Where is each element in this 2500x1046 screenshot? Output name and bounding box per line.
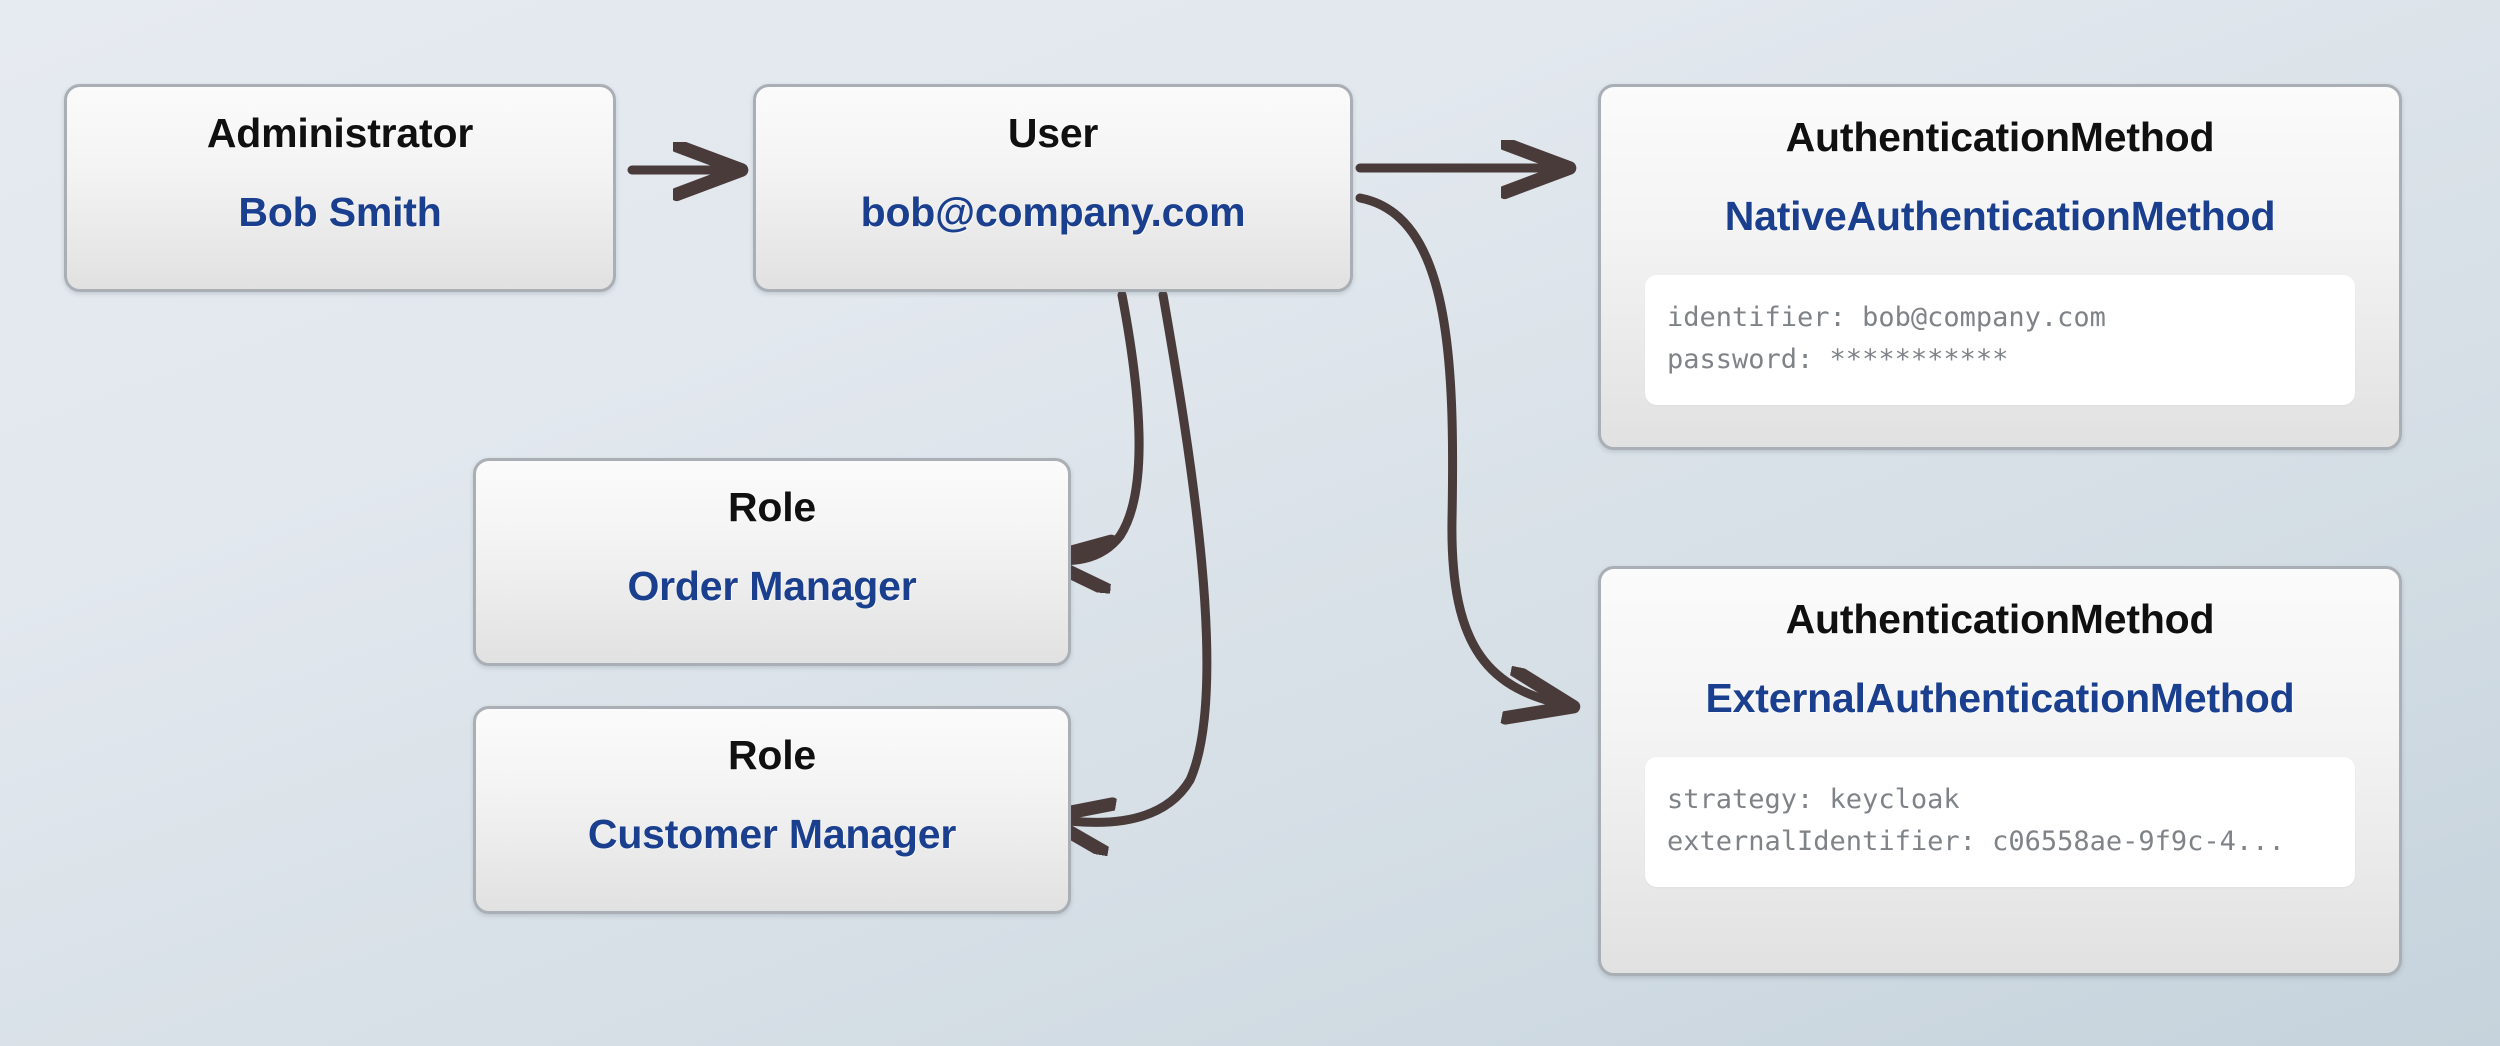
property-external-identifier: externalIdentifier: c06558ae-9f9c-4... <box>1667 825 2285 857</box>
node-user-name: bob@company.com <box>860 189 1246 235</box>
node-role-order-manager-name: Order Manager <box>627 563 917 609</box>
node-role-order-manager[interactable]: Role Order Manager <box>473 458 1071 666</box>
node-native-authentication-method-type: AuthenticationMethod <box>1785 114 2215 160</box>
node-native-authentication-method[interactable]: AuthenticationMethod NativeAuthenticatio… <box>1598 84 2402 450</box>
property-strategy: strategy: keycloak <box>1667 784 1960 815</box>
property-password: password: *********** <box>1667 343 2009 375</box>
property-identifier: identifier: bob@company.com <box>1667 302 2106 333</box>
node-native-authentication-method-name: NativeAuthenticationMethod <box>1724 193 2276 239</box>
node-administrator[interactable]: Administrator Bob Smith <box>64 84 616 292</box>
node-user[interactable]: User bob@company.com <box>753 84 1353 292</box>
native-authentication-method-properties: identifier: bob@company.com password: **… <box>1645 275 2355 405</box>
node-administrator-name: Bob Smith <box>238 189 442 235</box>
node-user-type: User <box>1007 110 1099 156</box>
node-role-customer-manager-type: Role <box>727 732 817 778</box>
node-administrator-type: Administrator <box>206 110 474 156</box>
node-external-authentication-method-name: ExternalAuthenticationMethod <box>1705 675 2295 721</box>
node-external-authentication-method-type: AuthenticationMethod <box>1785 596 2215 642</box>
node-role-customer-manager[interactable]: Role Customer Manager <box>473 706 1071 914</box>
node-role-customer-manager-name: Customer Manager <box>587 811 957 857</box>
node-role-order-manager-type: Role <box>727 484 817 530</box>
edge-user-to-role-customer-manager <box>1048 290 1212 822</box>
external-authentication-method-properties: strategy: keycloak externalIdentifier: c… <box>1645 757 2355 887</box>
node-external-authentication-method[interactable]: AuthenticationMethod ExternalAuthenticat… <box>1598 566 2402 976</box>
edge-user-to-auth-external <box>1355 193 1570 706</box>
